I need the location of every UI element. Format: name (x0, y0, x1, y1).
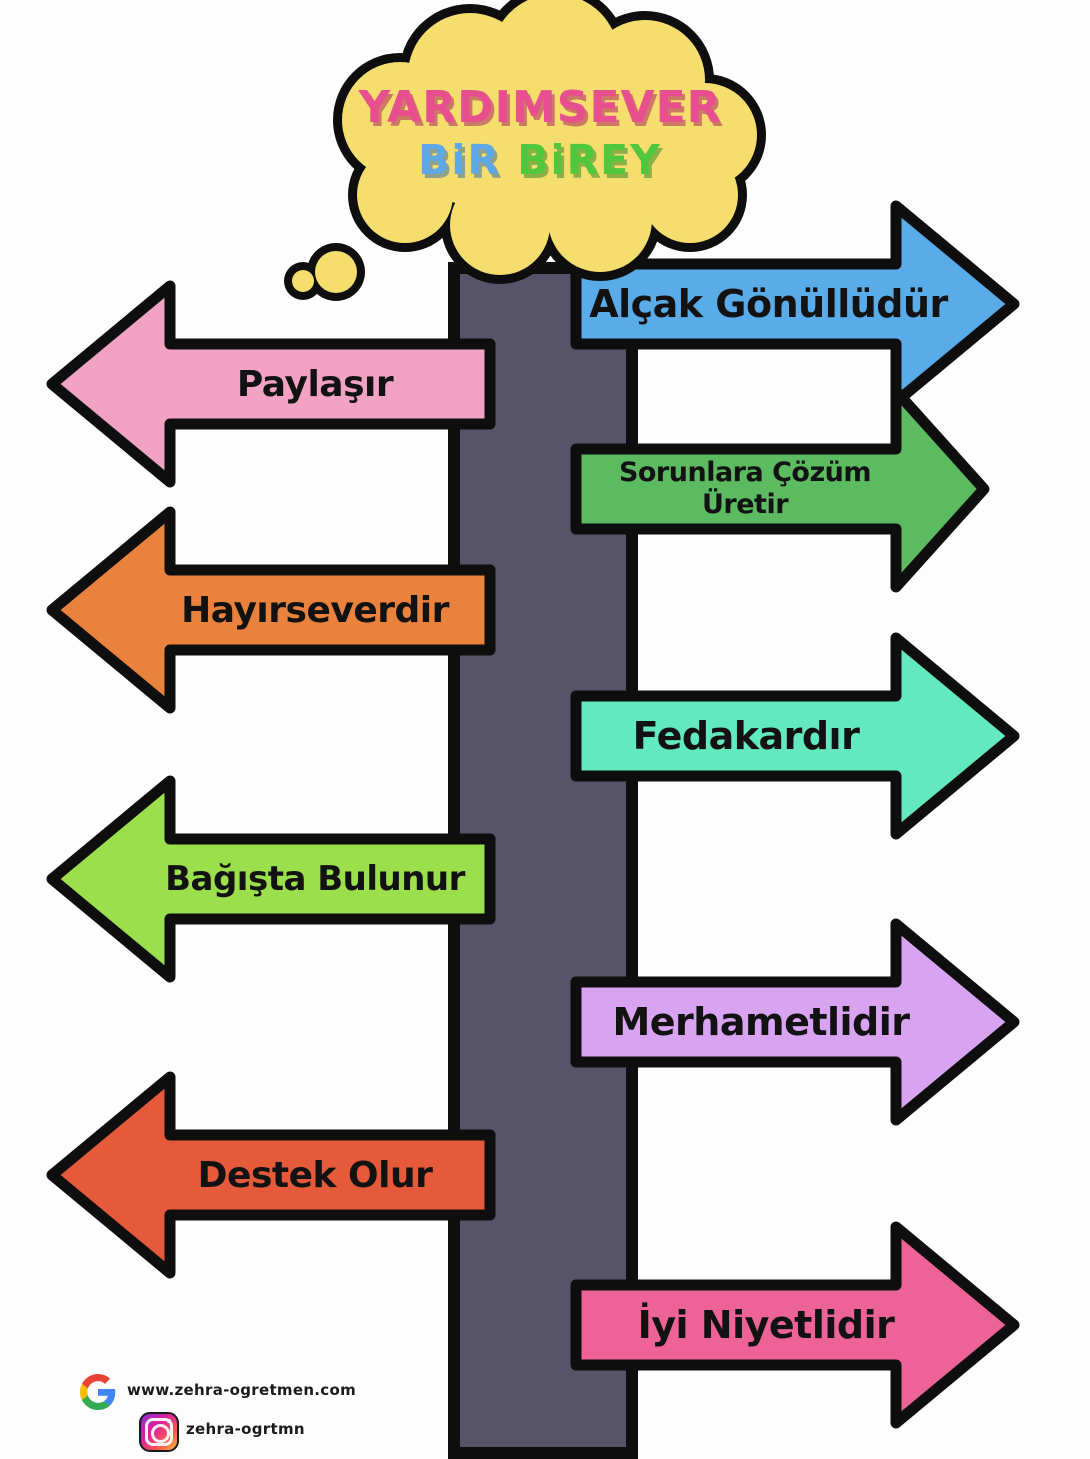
instagram-icon (139, 1412, 179, 1452)
website-url: www.zehra-ogretmen.com (127, 1381, 357, 1399)
arrow-fedakardir (566, 626, 1026, 850)
arrow-destek-olur (40, 1065, 500, 1289)
arrow-label: Bağışta Bulunur (165, 859, 465, 899)
arrow-merhametlidir (566, 912, 1026, 1136)
arrow-label: Fedakardır (632, 714, 860, 758)
poster-title-line2: BiR BiREY (330, 136, 750, 184)
right-arrow-shape (570, 632, 1020, 840)
left-arrow-shape (46, 775, 496, 983)
arrow-label: Destek Olur (197, 1154, 433, 1196)
poster-title-word-bir: BiR (418, 136, 501, 184)
arrow-paylasir (40, 274, 500, 498)
arrow-sorunlara-cozum-uretir (566, 379, 996, 603)
arrow-hayirseverdir (40, 500, 500, 724)
google-icon (80, 1374, 116, 1410)
arrow-label-line1: Sorunlara Çözüm (618, 457, 872, 489)
arrow-iyi-niyetlidir (566, 1215, 1026, 1439)
thought-bubble-fill (292, 0, 757, 293)
right-arrow-shape (570, 385, 990, 593)
left-arrow-shape (46, 1071, 496, 1279)
left-arrow-shape (46, 280, 496, 488)
right-arrow-shape (570, 200, 1020, 408)
arrow-label: Merhametlidir (612, 1000, 910, 1044)
arrow-label: Sorunlara Çözüm Üretir (580, 451, 910, 527)
left-arrow-shape (46, 506, 496, 714)
arrow-label: Paylaşır (236, 363, 394, 405)
arrow-bagista-bulunur (40, 769, 500, 993)
instagram-handle: zehra-ogrtmn (186, 1420, 305, 1438)
arrow-label: Hayırseverdir (181, 589, 449, 631)
right-arrow-shape (570, 1221, 1020, 1429)
right-arrow-shape (570, 918, 1020, 1126)
arrow-label-line2: Üretir (701, 489, 789, 520)
arrow-label: İyi Niyetlidir (637, 1303, 895, 1347)
arrow-alcak-gonulludur (566, 194, 1026, 418)
poster-title-line1: YARDIMSEVER (358, 82, 722, 133)
poster-title-word-birey: BiREY (517, 136, 662, 184)
arrow-label: Alçak Gönüllüdür (589, 282, 948, 326)
thought-bubble (284, 0, 766, 301)
